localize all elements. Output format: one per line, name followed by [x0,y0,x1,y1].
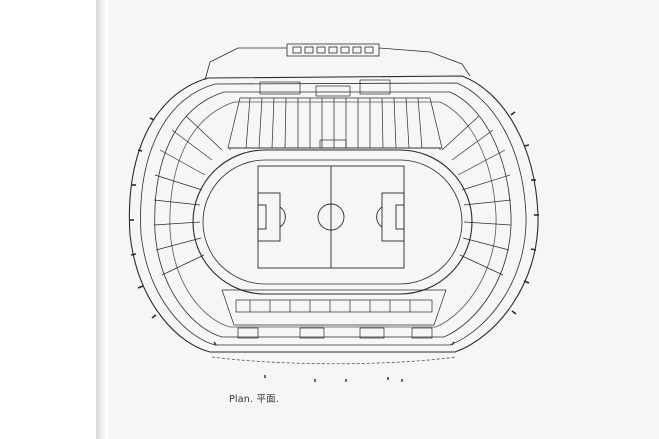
south-stand [221,289,447,339]
football-pitch[interactable] [257,165,405,269]
paper-background [108,0,659,439]
running-track[interactable] [192,147,473,295]
page-gutter-shadow [96,0,108,439]
figure-caption: Plan. 平面. [229,394,280,405]
north-entrance-block [204,43,471,81]
outer-rings [128,75,539,353]
north-stand [227,79,443,149]
gate-markers [213,341,455,382]
outer-radial-partitions [153,115,512,276]
outer-column-ticks [129,111,539,319]
south-forecourt-line [211,356,457,365]
